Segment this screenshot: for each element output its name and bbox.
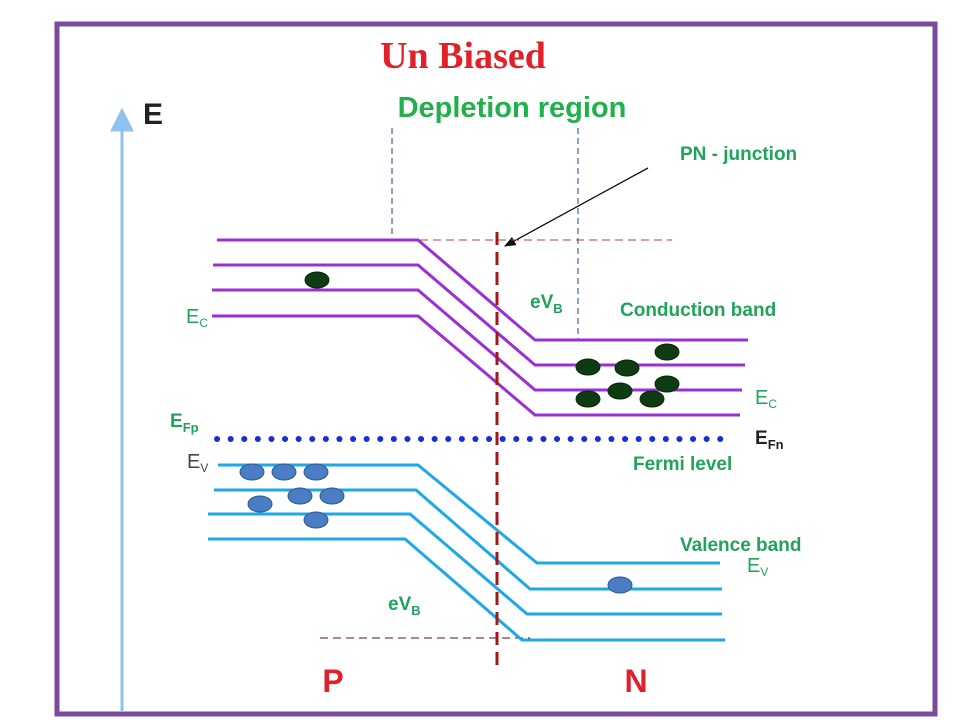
hole	[271, 463, 297, 481]
conduction-band-line	[213, 263, 745, 367]
n-region-label: N	[624, 663, 647, 699]
slide-frame	[54, 21, 938, 717]
hole	[247, 495, 273, 513]
hole	[287, 487, 313, 505]
hole	[319, 487, 345, 505]
holes	[239, 463, 633, 594]
valence-band-label: Valence band	[680, 535, 801, 556]
valence-band-lines	[208, 463, 725, 642]
electron	[607, 382, 633, 400]
conduction-band-line	[217, 238, 748, 342]
hole	[303, 463, 329, 481]
electrons	[304, 271, 680, 408]
ev-label-p-side: EV	[187, 451, 208, 475]
energy-axis-label: E	[143, 98, 163, 131]
electron	[654, 343, 680, 361]
barrier-energy-label-bottom: eVB	[388, 594, 421, 618]
conduction-band-lines	[212, 238, 748, 417]
efp-label: EFp	[170, 411, 199, 435]
conduction-band-line	[212, 314, 740, 417]
conduction-band-line	[212, 288, 742, 392]
electron	[575, 390, 601, 408]
electron	[614, 359, 640, 377]
p-region-label: P	[322, 663, 343, 699]
efn-label: EFn	[755, 428, 784, 452]
electron	[304, 271, 330, 289]
ev-label-n-side: EV	[747, 555, 768, 579]
diagram-title: Un Biased	[380, 35, 546, 77]
pn-junction-pointer	[503, 167, 649, 247]
conduction-band-label: Conduction band	[620, 300, 776, 321]
ec-label-n-side: EC	[755, 387, 777, 411]
fermi-level-label: Fermi level	[633, 454, 732, 475]
valence-band-line	[208, 537, 725, 642]
pn-junction-label: PN - junction	[680, 144, 797, 165]
barrier-energy-label-top: eVB	[530, 292, 563, 316]
electron	[654, 375, 680, 393]
depletion-region-label: Depletion region	[398, 92, 627, 124]
hole	[607, 576, 633, 594]
ec-label-p-side: EC	[186, 306, 208, 330]
electron	[575, 358, 601, 376]
electron	[639, 390, 665, 408]
hole	[303, 511, 329, 529]
hole	[239, 463, 265, 481]
